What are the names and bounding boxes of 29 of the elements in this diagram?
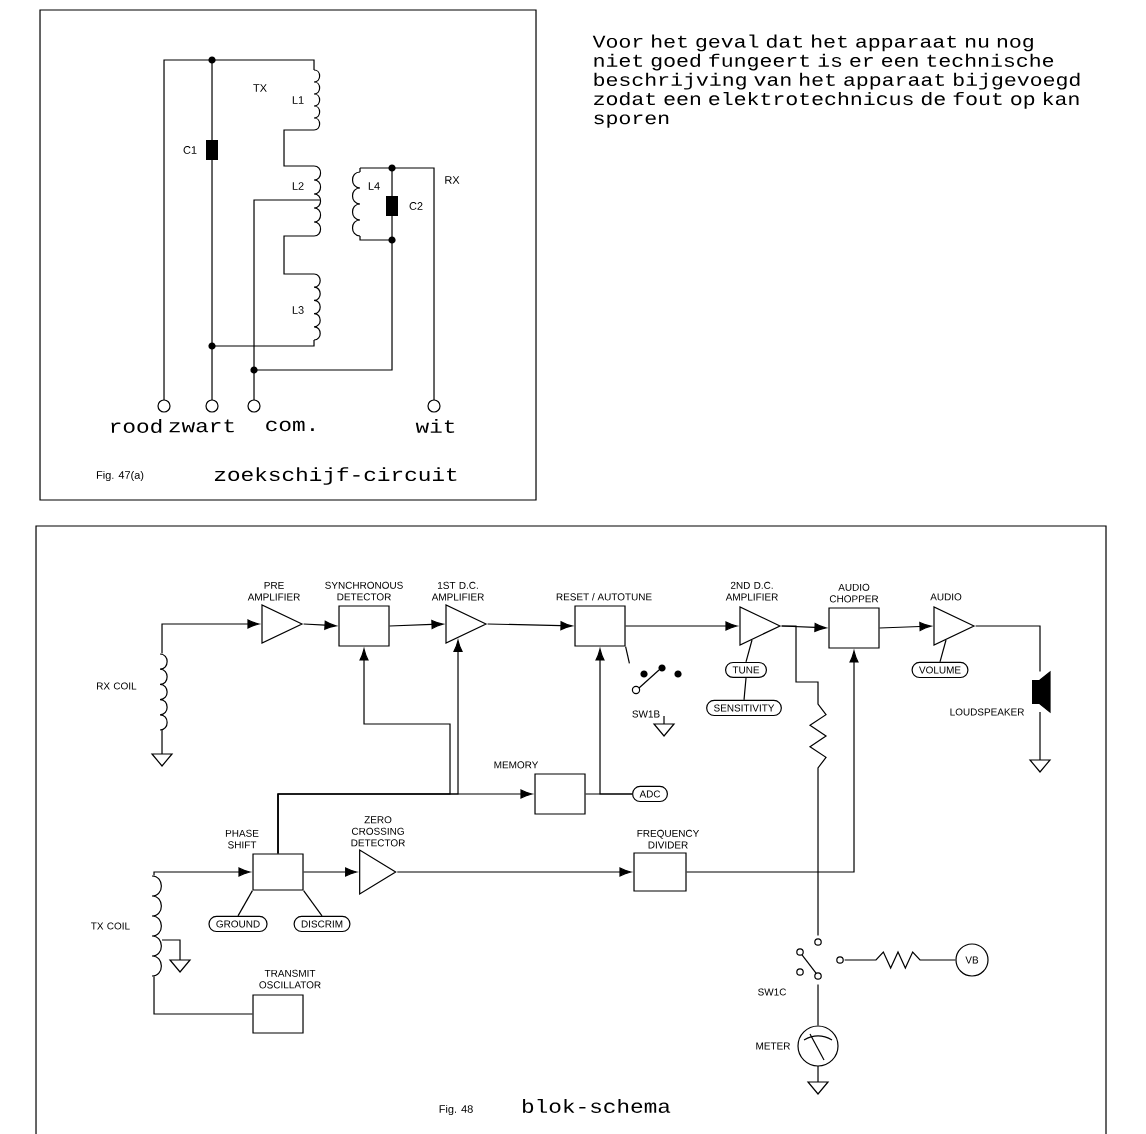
wire (844, 950, 956, 970)
wire (153, 976, 253, 1015)
wire (153, 867, 251, 877)
wire (879, 621, 932, 632)
wire (303, 867, 358, 877)
wire (302, 620, 337, 630)
terminal-label: rood (111, 419, 162, 433)
terminal-label: com. (266, 420, 314, 432)
wire (745, 639, 753, 663)
wire (686, 650, 859, 873)
wire (486, 621, 573, 631)
wire (625, 646, 630, 664)
figure-caption: zoekschijf-circuit (214, 467, 457, 485)
wire (595, 648, 633, 795)
wire (237, 890, 253, 917)
wire (625, 621, 738, 631)
wire (389, 619, 444, 630)
terminal-label: wit (415, 419, 455, 433)
body-text: Voor het geval dat het apparaat nu nog niet goed fungeert is er een technische beschrijving van het apparaat bijgevoegd zodat een elektrotechnicus de fout op kan sporen (592, 34, 1080, 128)
wire (161, 619, 260, 654)
terminal-label: zwart (169, 419, 234, 433)
wire (743, 677, 747, 701)
wire (817, 984, 819, 1026)
wire (303, 890, 323, 917)
wire (396, 867, 632, 877)
wire (939, 639, 947, 663)
wire (780, 625, 828, 936)
figure-caption: blok-schema (523, 1099, 671, 1113)
wire (974, 625, 1041, 672)
